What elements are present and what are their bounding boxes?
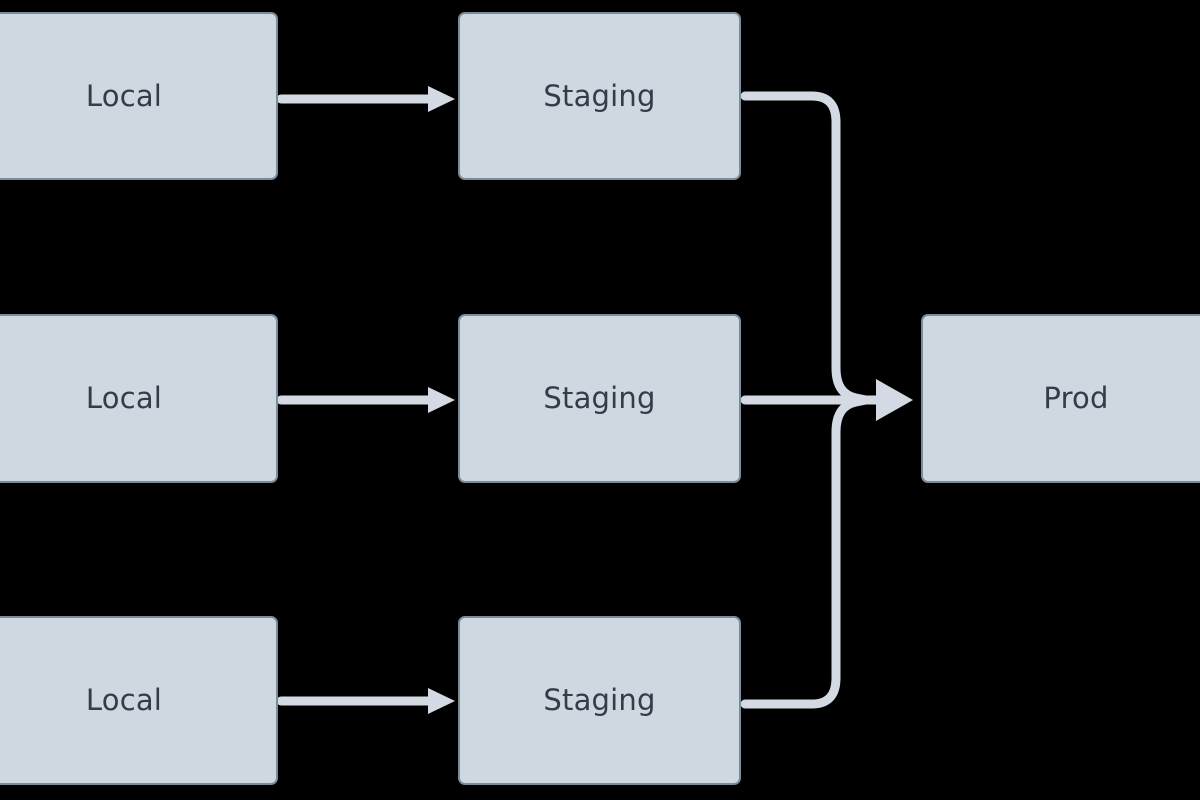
node-local-bottom[interactable]: Local	[0, 616, 278, 785]
node-local-top[interactable]: Local	[0, 12, 278, 180]
node-local-middle[interactable]: Local	[0, 314, 278, 483]
node-staging-bottom[interactable]: Staging	[458, 616, 741, 785]
node-label: Prod	[1043, 381, 1109, 415]
edge-local2-staging2	[276, 387, 455, 413]
node-label: Staging	[543, 381, 656, 415]
node-label: Local	[85, 78, 163, 113]
node-staging-middle[interactable]: Staging	[458, 314, 741, 483]
node-staging-top[interactable]: Staging	[458, 12, 741, 180]
edge-local1-staging1	[276, 86, 455, 112]
node-label: Local	[85, 683, 163, 717]
edge-local3-staging3	[276, 688, 455, 714]
edge-staging3-prod	[740, 395, 871, 709]
node-label: Local	[85, 381, 163, 415]
node-prod[interactable]: Prod	[921, 314, 1200, 483]
node-label: Staging	[543, 78, 656, 113]
edge-staging1-prod	[740, 91, 871, 405]
node-label: Staging	[543, 683, 656, 717]
edge-staging2-prod	[740, 379, 913, 421]
